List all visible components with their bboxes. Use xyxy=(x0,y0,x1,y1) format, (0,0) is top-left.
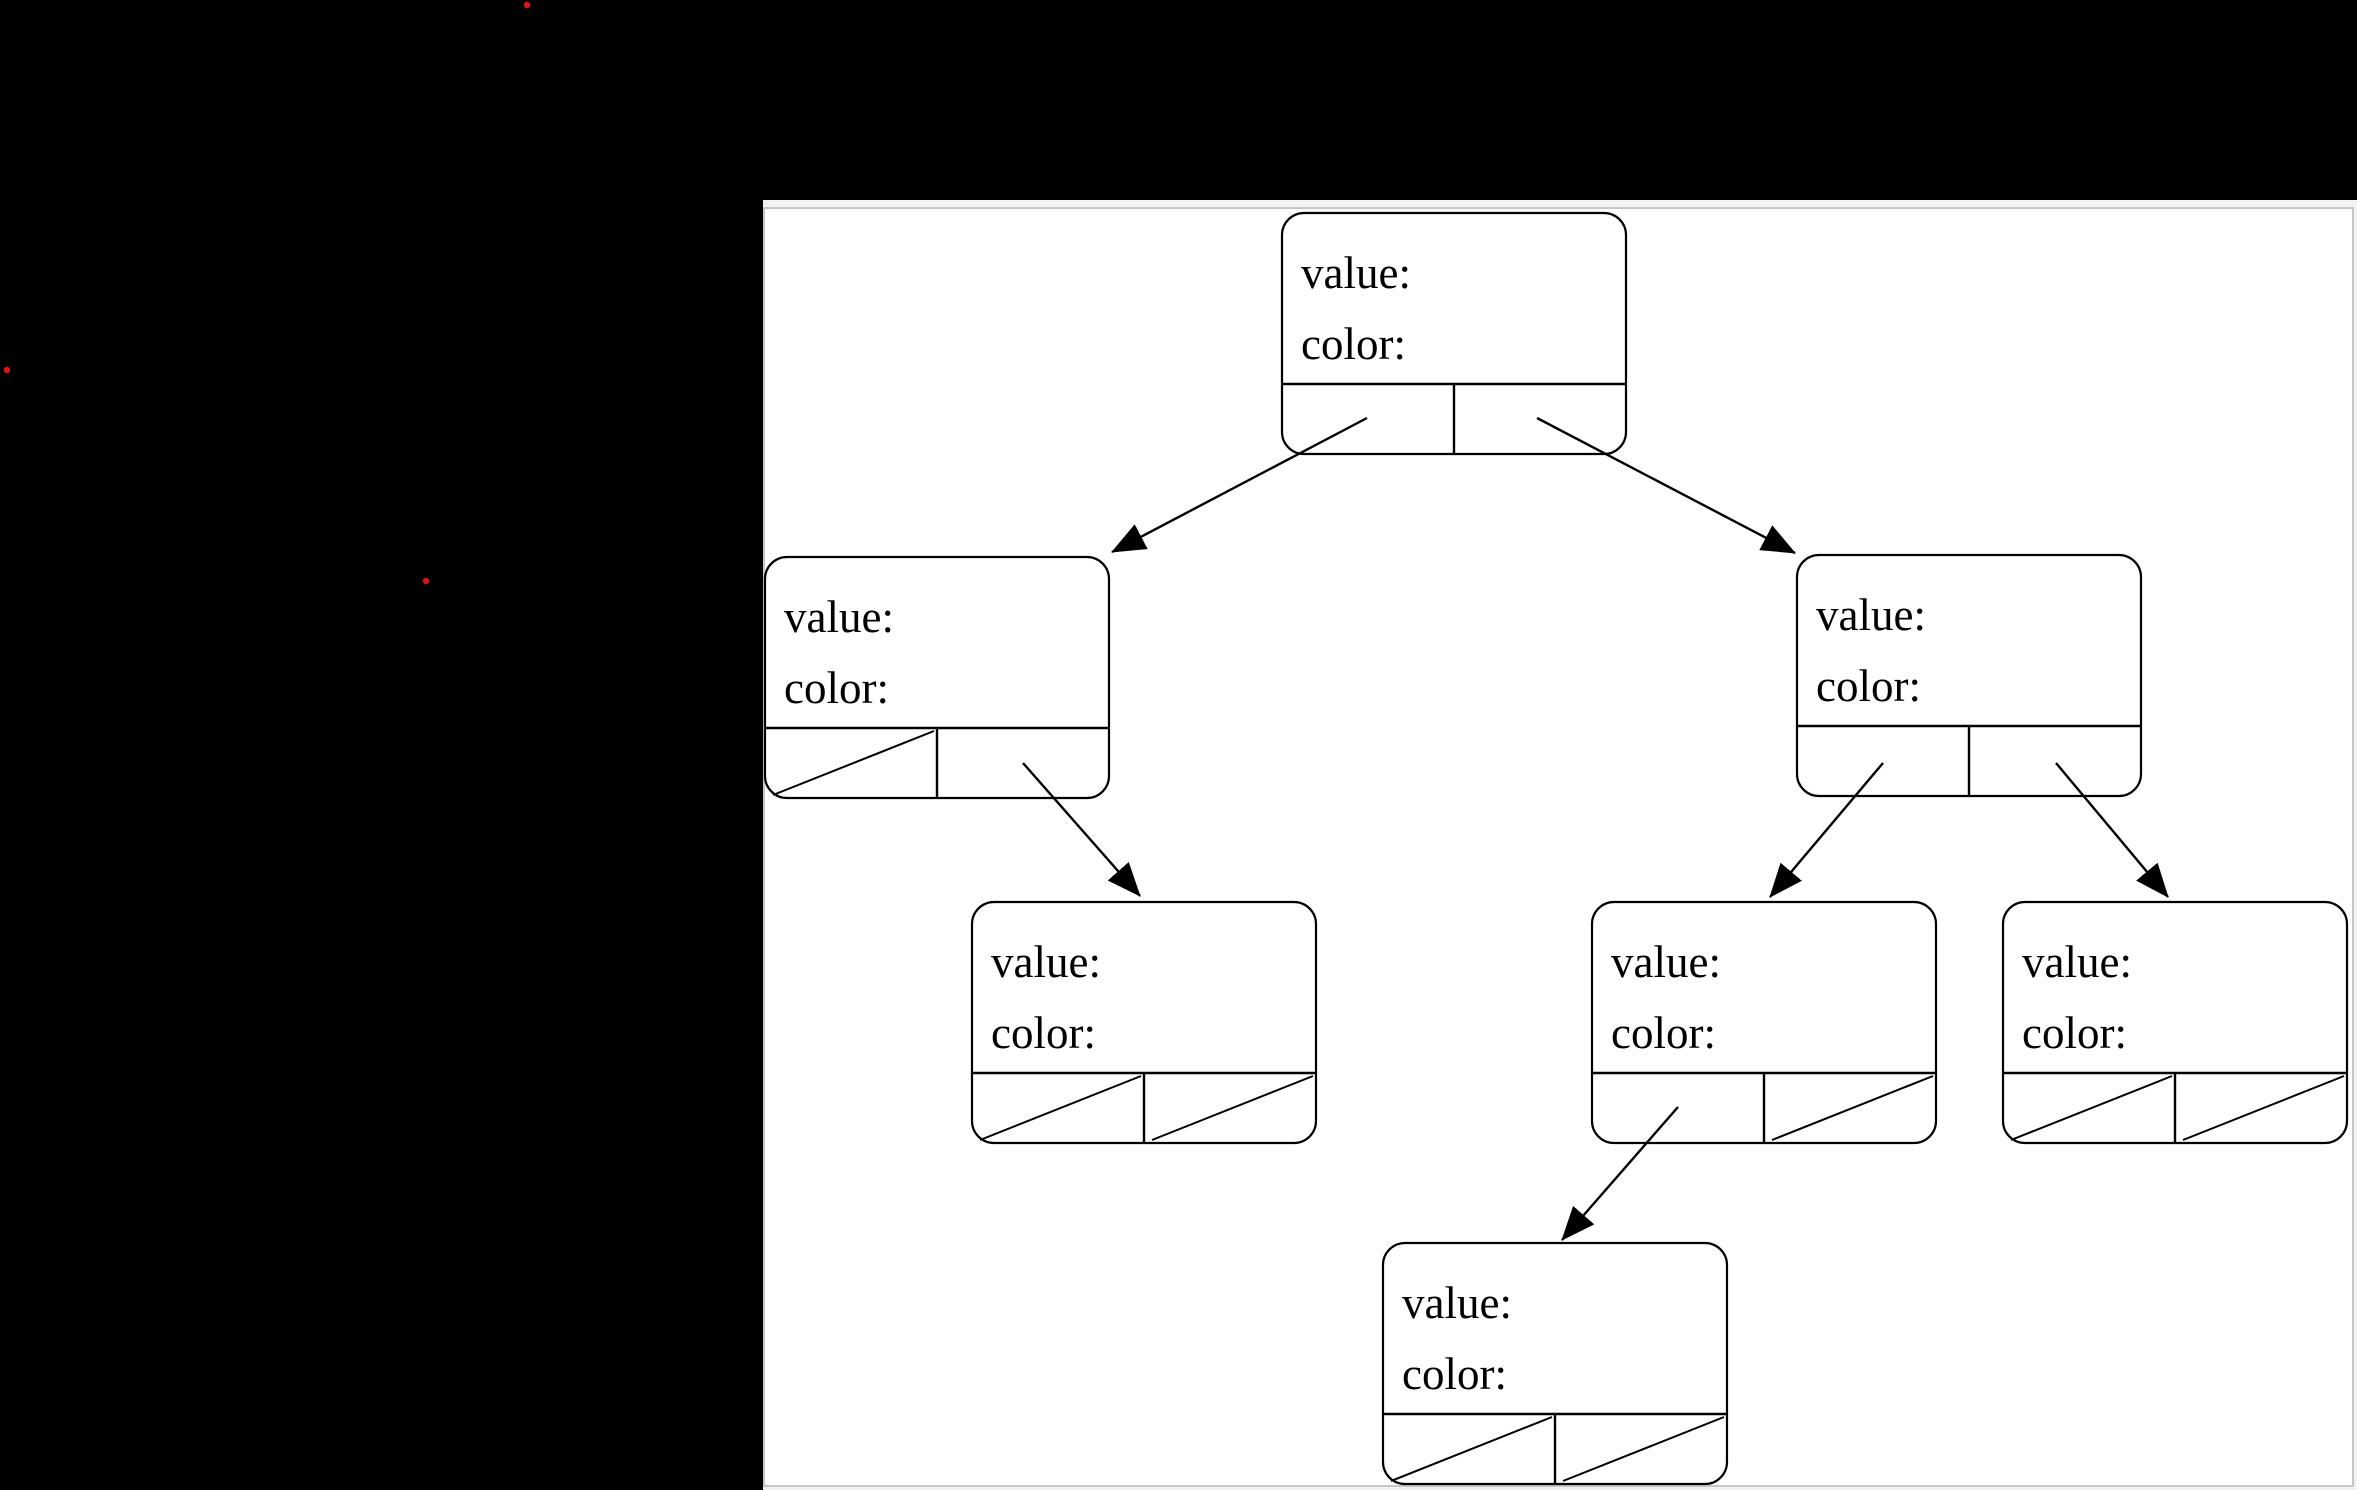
right-pointer-null-slash xyxy=(1151,1075,1314,1141)
node-value-label: value: xyxy=(991,937,1101,987)
tree-node-right-child: value: color: xyxy=(1795,553,2143,798)
left-pointer-null-slash xyxy=(979,1075,1142,1141)
right-pointer-null-slash xyxy=(1771,1075,1934,1141)
node-color-label: color: xyxy=(1611,1008,1716,1058)
left-pointer-null-slash xyxy=(772,730,935,796)
pointer-arrows-layer xyxy=(1022,416,2169,1241)
pointer-arrow-left-child-right xyxy=(1022,762,1141,897)
right-pointer-null-slash xyxy=(1562,1416,1725,1482)
tree-node-bottom-node: value: color: xyxy=(1381,1241,1729,1486)
tree-node-right-left-grandchild: value: color: xyxy=(1590,900,1938,1145)
red-cursor-dot-1 xyxy=(3,366,11,374)
pointer-arrow-right-child-right xyxy=(2055,762,2169,898)
node-value-label: value: xyxy=(1301,248,1411,298)
node-color-label: color: xyxy=(2022,1008,2127,1058)
tree-node-left-child: value: color: xyxy=(763,555,1111,800)
pointer-arrow-root-left xyxy=(1111,416,1368,554)
red-cursor-dot-2 xyxy=(422,577,430,585)
tree-node-root: value: color: xyxy=(1280,211,1628,456)
pointer-arrow-root-right xyxy=(1536,416,1796,555)
node-value-label: value: xyxy=(1611,937,1721,987)
node-value-label: value: xyxy=(784,592,894,642)
node-color-label: color: xyxy=(991,1008,1096,1058)
node-value-label: value: xyxy=(2022,937,2132,987)
tree-node-left-grandchild: value: color: xyxy=(970,900,1318,1145)
pointer-arrow-right-child-left xyxy=(1769,762,1884,898)
node-value-label: value: xyxy=(1816,590,1926,640)
left-pointer-null-slash xyxy=(1390,1416,1553,1482)
node-value-label: value: xyxy=(1402,1278,1512,1328)
left-pointer-null-slash xyxy=(2010,1075,2173,1141)
node-color-label: color: xyxy=(1816,661,1921,711)
tree-node-right-right-grandchild: value: color: xyxy=(2001,900,2349,1145)
node-color-label: color: xyxy=(1301,319,1406,369)
right-pointer-null-slash xyxy=(2182,1075,2345,1141)
tree-nodes-layer: value:color:value:color:value:color:valu… xyxy=(763,211,2349,1486)
node-color-label: color: xyxy=(784,663,889,713)
pointer-arrow-right-left-grandchild-left xyxy=(1561,1106,1679,1241)
red-cursor-dot-0 xyxy=(523,1,531,9)
cursor-dots-layer xyxy=(3,1,531,585)
node-color-label: color: xyxy=(1402,1349,1507,1399)
